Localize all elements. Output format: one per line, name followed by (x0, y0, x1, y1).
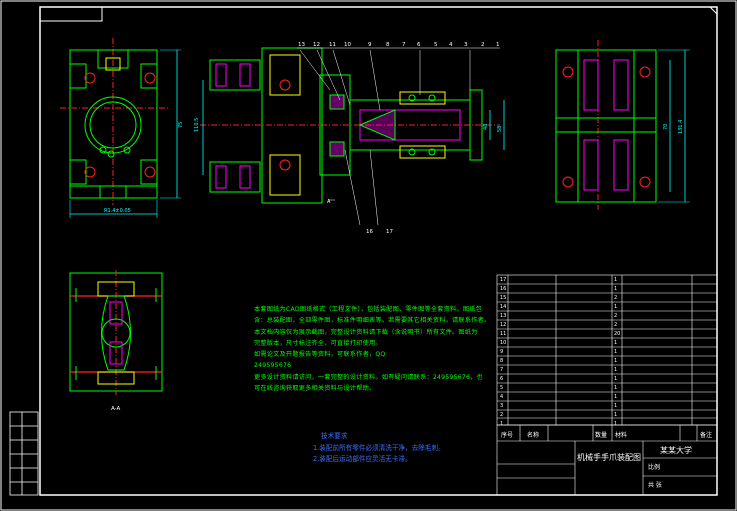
bom-header-qty: 数量 (595, 432, 608, 439)
balloon-16: 16 (366, 229, 373, 235)
balloon-numbers: 13 12 11 10 9 8 7 6 5 4 3 2 1 16 17 (298, 42, 500, 235)
bom-cell-no: 13 (500, 313, 507, 319)
bom-cell-no: 15 (500, 295, 507, 301)
note-line: 可在线咨询获取更多相关资料与设计帮助。 (254, 385, 376, 393)
balloon-3: 3 (464, 42, 468, 48)
bom-cell-qty: 1 (614, 385, 618, 391)
mid-left-dim: 110.5 (194, 118, 200, 132)
green-note-block: 本套图纸为CAD图纸格式（工程文件），包括装配图、零件图等全套资料。图纸包 含：… (254, 304, 499, 394)
balloon-11: 11 (329, 42, 336, 48)
note-line: 如需论文及开题报告等资料，可联系作者，QQ (254, 351, 386, 359)
note-line: 完整版本，尺寸标注齐全，可直接打印使用。 (254, 339, 382, 347)
note-line: 本套图纸为CAD图纸格式（工程文件），包括装配图、零件图等全套资料。图纸包 (254, 306, 482, 313)
balloon-13: 13 (298, 42, 305, 48)
bom-cell-no: 11 (500, 331, 507, 337)
bom-cell-no: 3 (500, 403, 504, 409)
side-overall-dim: 131.4 (678, 120, 684, 134)
tech-req-item-2: 2.装配后运动部件应灵活无卡滞。 (313, 455, 412, 463)
section-mark-a: A (327, 199, 331, 205)
note-line: 本文档内容仅为展示截图，完整设计资料请下载（含说明书）所有文件。图纸为 (254, 328, 478, 336)
bom-cell-no: 5 (500, 385, 504, 391)
view-label-aa: A-A (111, 406, 121, 412)
bom-cell-no: 12 (500, 322, 507, 328)
drawing-title: 机械手手爪装配图 (577, 453, 641, 462)
section-view (200, 47, 505, 226)
bom-header-material: 材料 (615, 432, 628, 439)
bom-header-name: 名称 (527, 432, 540, 439)
balloon-1: 1 (496, 42, 500, 48)
bom-cell-no: 14 (500, 304, 507, 310)
left-margin-boxes (9, 411, 39, 496)
bom-cell-qty: 2 (614, 322, 618, 328)
mid-right-dim-b: 58 (497, 126, 503, 132)
bom-cell-qty: 1 (614, 304, 618, 310)
bom-header-note: 备注 (700, 432, 713, 439)
note-line: 含：总装配图，全部零件图，标准件明细表等。若需要其它相关资料，请联系作者。 (254, 317, 491, 325)
corner-tag-box (39, 6, 103, 22)
inner-border (39, 6, 718, 496)
bom-header-no: 序号 (501, 432, 514, 439)
bom-cell-qty: 1 (614, 376, 618, 382)
note-line: 249595676 (254, 362, 292, 370)
bom-cell-qty: 20 (614, 331, 621, 337)
corner-mark (709, 6, 718, 15)
balloon-10: 10 (344, 42, 351, 48)
bom-cell-qty: 1 (614, 367, 618, 373)
bom-cell-no: 17 (500, 277, 507, 283)
title-block (496, 424, 718, 496)
bom-cell-qty: 2 (614, 313, 618, 319)
sheet-label: 共 张 (648, 482, 662, 489)
bom-cell-no: 8 (500, 358, 504, 364)
tech-req-item-1: 1.装配前所有零件必须清洗干净，去除毛刺。 (313, 443, 445, 452)
bom-cell-no: 7 (500, 367, 504, 373)
bom-cell-qty: 1 (614, 412, 618, 418)
bottom-view (69, 270, 163, 395)
bom-cell-qty: 1 (614, 403, 618, 409)
bom-cell-qty: 1 (614, 277, 618, 283)
balloon-5: 5 (434, 42, 438, 48)
bom-cell-qty: 1 (614, 421, 618, 427)
bom-cell-qty: 1 (614, 340, 618, 346)
bom-cell-qty: 1 (614, 394, 618, 400)
balloon-7: 7 (402, 42, 406, 48)
bom-cell-no: 10 (500, 340, 507, 346)
front-height-dim: 75 (178, 122, 184, 128)
front-view (60, 38, 181, 218)
balloon-6: 6 (417, 42, 421, 48)
side-height-dim: 70 (663, 124, 669, 130)
bom-cell-no: 2 (500, 412, 504, 418)
balloon-8: 8 (386, 42, 390, 48)
bom-table (496, 274, 718, 426)
note-line: 更多设计资料请访问，一套完整的设计资料。如有疑问请联系：249595676，也 (254, 373, 483, 381)
tech-req-title: 技术要求 (321, 432, 348, 440)
balloon-12: 12 (313, 42, 320, 48)
side-view (555, 40, 690, 210)
bom-cell-qty: 1 (614, 349, 618, 355)
mid-right-dim-a: 48 (483, 124, 489, 130)
bom-cell-qty: 1 (614, 358, 618, 364)
bom-cell-no: 1 (500, 421, 504, 427)
bom-cell-qty: 2 (614, 295, 618, 301)
scale-label: 比例 (648, 464, 661, 471)
bom-cell-no: 16 (500, 286, 507, 292)
balloon-17: 17 (386, 229, 393, 235)
bom-cell-qty: 1 (614, 286, 618, 292)
bom-cell-no: 6 (500, 376, 504, 382)
school-name: 某某大学 (660, 446, 692, 455)
balloon-2: 2 (481, 42, 485, 48)
technical-requirements: 技术要求 1.装配前所有零件必须清洗干净，去除毛刺。 2.装配后运动部件应灵活无… (313, 431, 445, 466)
bom-cell-no: 9 (500, 349, 504, 355)
front-width-dim: R1.4±0.05 (104, 208, 131, 214)
balloon-4: 4 (449, 42, 453, 48)
balloon-9: 9 (368, 42, 372, 48)
bom-cell-no: 4 (500, 394, 504, 400)
